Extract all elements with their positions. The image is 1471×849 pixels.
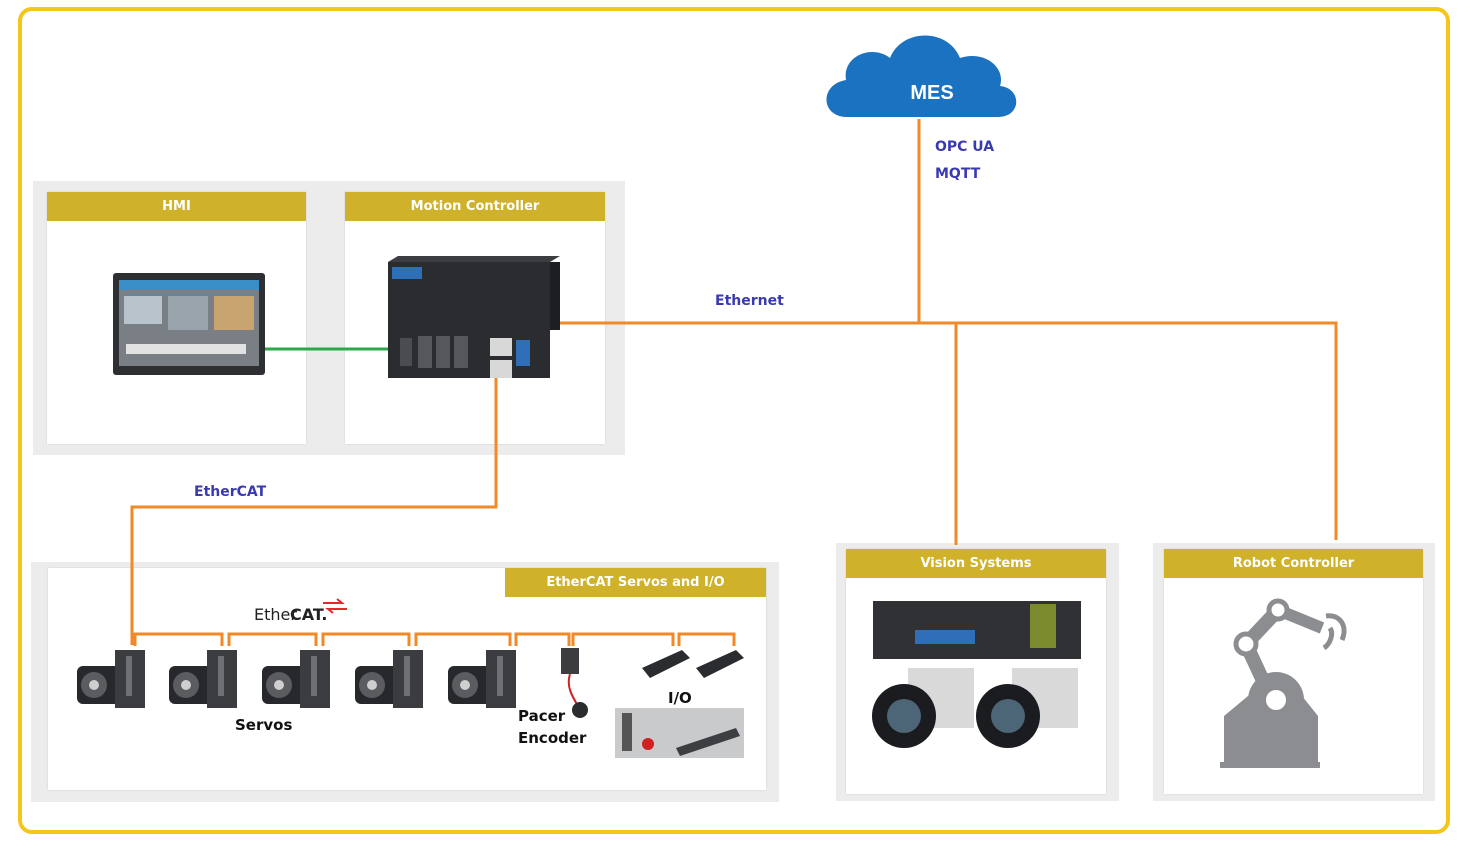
camera-icon xyxy=(976,668,1078,748)
motion-controller-card-header: Motion Controller xyxy=(345,192,605,221)
vision-systems-card-header: Vision Systems xyxy=(846,549,1106,578)
robot-arm-icon xyxy=(1220,598,1347,768)
hmi-panel-icon xyxy=(113,273,265,375)
ethercat-logo-arrow xyxy=(323,598,347,614)
ethercat-logo-suffix: CAT. xyxy=(290,605,327,624)
io-module-icon xyxy=(615,650,744,758)
ethernet-label: Ethernet xyxy=(715,293,784,309)
camera-icon xyxy=(872,668,974,748)
vision-pc-icon xyxy=(873,601,1081,659)
ethercat-uplink-line xyxy=(130,378,498,645)
servo-motor-icon xyxy=(169,650,237,708)
pacer-label: Pacer xyxy=(518,707,566,725)
ethercat-servos-card-header: EtherCAT Servos and I/O xyxy=(505,568,766,597)
ethercat-link-label: EtherCAT xyxy=(194,484,267,500)
mes-cloud-icon xyxy=(826,35,1017,117)
servos-label: Servos xyxy=(235,716,293,734)
servo-motor-icon xyxy=(77,650,145,708)
servo-chain-line xyxy=(133,632,736,646)
outer-frame xyxy=(18,7,1450,834)
ethernet-bus-line xyxy=(552,321,1338,540)
mes-cloud-label: MES xyxy=(910,82,953,104)
opc-ua-label: OPC UA xyxy=(935,139,995,155)
mqtt-label: MQTT xyxy=(935,166,981,182)
servo-motor-icon xyxy=(355,650,423,708)
servo-motor-icon xyxy=(262,650,330,708)
encoder-label: Encoder xyxy=(518,729,587,747)
motion-controller-device-icon xyxy=(388,256,560,378)
ethercat-logo-prefix: Ether xyxy=(254,605,297,624)
encoder-module-icon xyxy=(561,648,588,718)
servo-motor-icon xyxy=(448,650,516,708)
io-label: I/O xyxy=(668,689,692,707)
robot-controller-card-header: Robot Controller xyxy=(1164,549,1423,578)
hmi-card-header: HMI xyxy=(47,192,306,221)
